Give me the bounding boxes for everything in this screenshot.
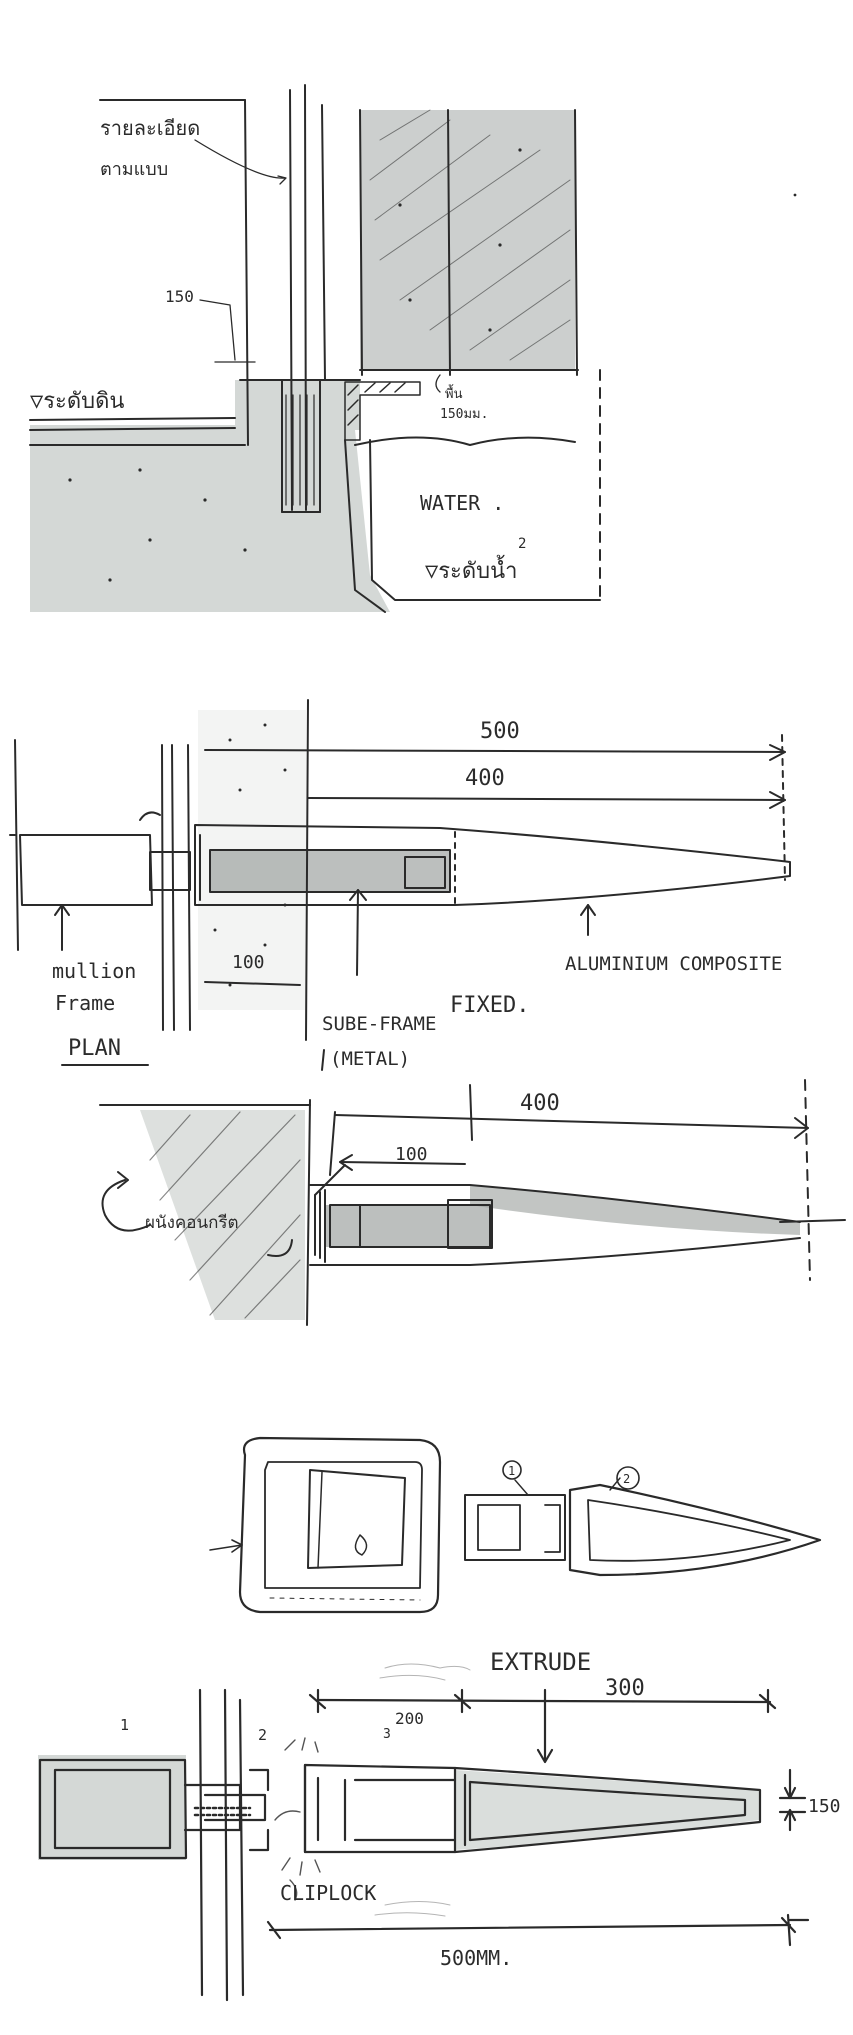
profile-fin-blade bbox=[568, 1483, 822, 1577]
profile-marker-2: 2 bbox=[623, 1472, 630, 1486]
sketch-wall-fin: 400 100 ผนังคอนกรีต bbox=[99, 1079, 846, 1326]
wall-hatch-fill bbox=[360, 110, 575, 370]
dim-100-plan: 100 bbox=[232, 952, 265, 973]
dim-300-extrude: 300 bbox=[605, 1676, 645, 1701]
label-extrude: EXTRUDE bbox=[490, 1648, 591, 1676]
extrude-marker-1: 1 bbox=[120, 1716, 129, 1734]
label-ground-level: ▽ระดับดิน bbox=[30, 389, 124, 414]
note-slab-line2: 150มม. bbox=[440, 407, 488, 422]
wall-hatch-lines bbox=[369, 109, 571, 361]
dim-100-wall: 100 bbox=[395, 1144, 428, 1165]
label-mullion: mullion bbox=[52, 959, 136, 983]
label-plan: PLAN bbox=[68, 1036, 121, 1061]
profile-marker-1: 1 bbox=[508, 1464, 515, 1478]
dim-200-extrude: 200 bbox=[395, 1709, 424, 1728]
profile-marker-2-circle bbox=[616, 1466, 640, 1490]
dim-500mm-extrude: 500MM. bbox=[440, 1946, 512, 1970]
section-dots bbox=[68, 148, 797, 582]
label-frame: Frame bbox=[55, 991, 115, 1015]
label-aluminium-composite: ALUMINIUM COMPOSITE bbox=[565, 953, 782, 975]
extrude-erased-notes bbox=[374, 1663, 471, 1917]
note-slab-line1: พื้น bbox=[445, 384, 463, 402]
label-concrete-wall: ผนังคอนกรีต bbox=[145, 1213, 239, 1233]
label-water: WATER . bbox=[420, 491, 504, 515]
extrude-marker-2: 2 bbox=[258, 1726, 267, 1744]
dim-150-section: 150 bbox=[165, 287, 194, 306]
label-subframe-metal: (METAL) bbox=[330, 1048, 410, 1070]
sketch-extrude-assembly: EXTRUDE 200 300 150 1 2 3 CLIPLOCK 500MM… bbox=[38, 1648, 841, 2002]
note-water-mark: 2 bbox=[518, 536, 526, 552]
profile-fin-connector bbox=[464, 1494, 566, 1561]
dim-150-extrude: 150 bbox=[808, 1796, 841, 1817]
ground-fill bbox=[30, 380, 390, 612]
sketch-plan-fin: 500 400 100 mullion Frame PLAN SUBE-FRAM… bbox=[9, 699, 791, 1071]
wall-fin-hatch-fill bbox=[140, 1110, 305, 1320]
dim-400-plan: 400 bbox=[465, 766, 505, 791]
label-cliplock: CLIPLOCK bbox=[280, 1881, 376, 1905]
profile-box-core bbox=[307, 1469, 406, 1569]
label-wall-detail-line2: ตามแบบ bbox=[100, 159, 168, 180]
extrude-marker-3: 3 bbox=[383, 1727, 391, 1742]
label-fixed: FIXED. bbox=[450, 993, 529, 1018]
label-water-level: ▽ระดับน้ำ bbox=[425, 555, 518, 584]
sketch-extrusion-profile: 1 2 bbox=[209, 1436, 822, 1614]
label-subframe: SUBE-FRAME bbox=[322, 1013, 436, 1035]
dim-400-wall: 400 bbox=[520, 1091, 560, 1116]
extrude-mullion-fill bbox=[38, 1755, 186, 1860]
profile-box-inner bbox=[264, 1461, 423, 1589]
sketch-section-waterline: รายละเอียด ตามแบบ 150 ▽ระดับดิน พื้น 150… bbox=[29, 84, 797, 613]
profile-box-outer bbox=[238, 1436, 442, 1614]
dim-500-plan: 500 bbox=[480, 719, 520, 744]
profile-marker-1-circle bbox=[502, 1460, 522, 1480]
wall-fin-subframe-fill bbox=[325, 1205, 490, 1247]
label-wall-detail-line1: รายละเอียด bbox=[100, 116, 200, 140]
wall-fin-taper-fill bbox=[470, 1185, 800, 1235]
extrude-blade-fill bbox=[455, 1770, 760, 1850]
